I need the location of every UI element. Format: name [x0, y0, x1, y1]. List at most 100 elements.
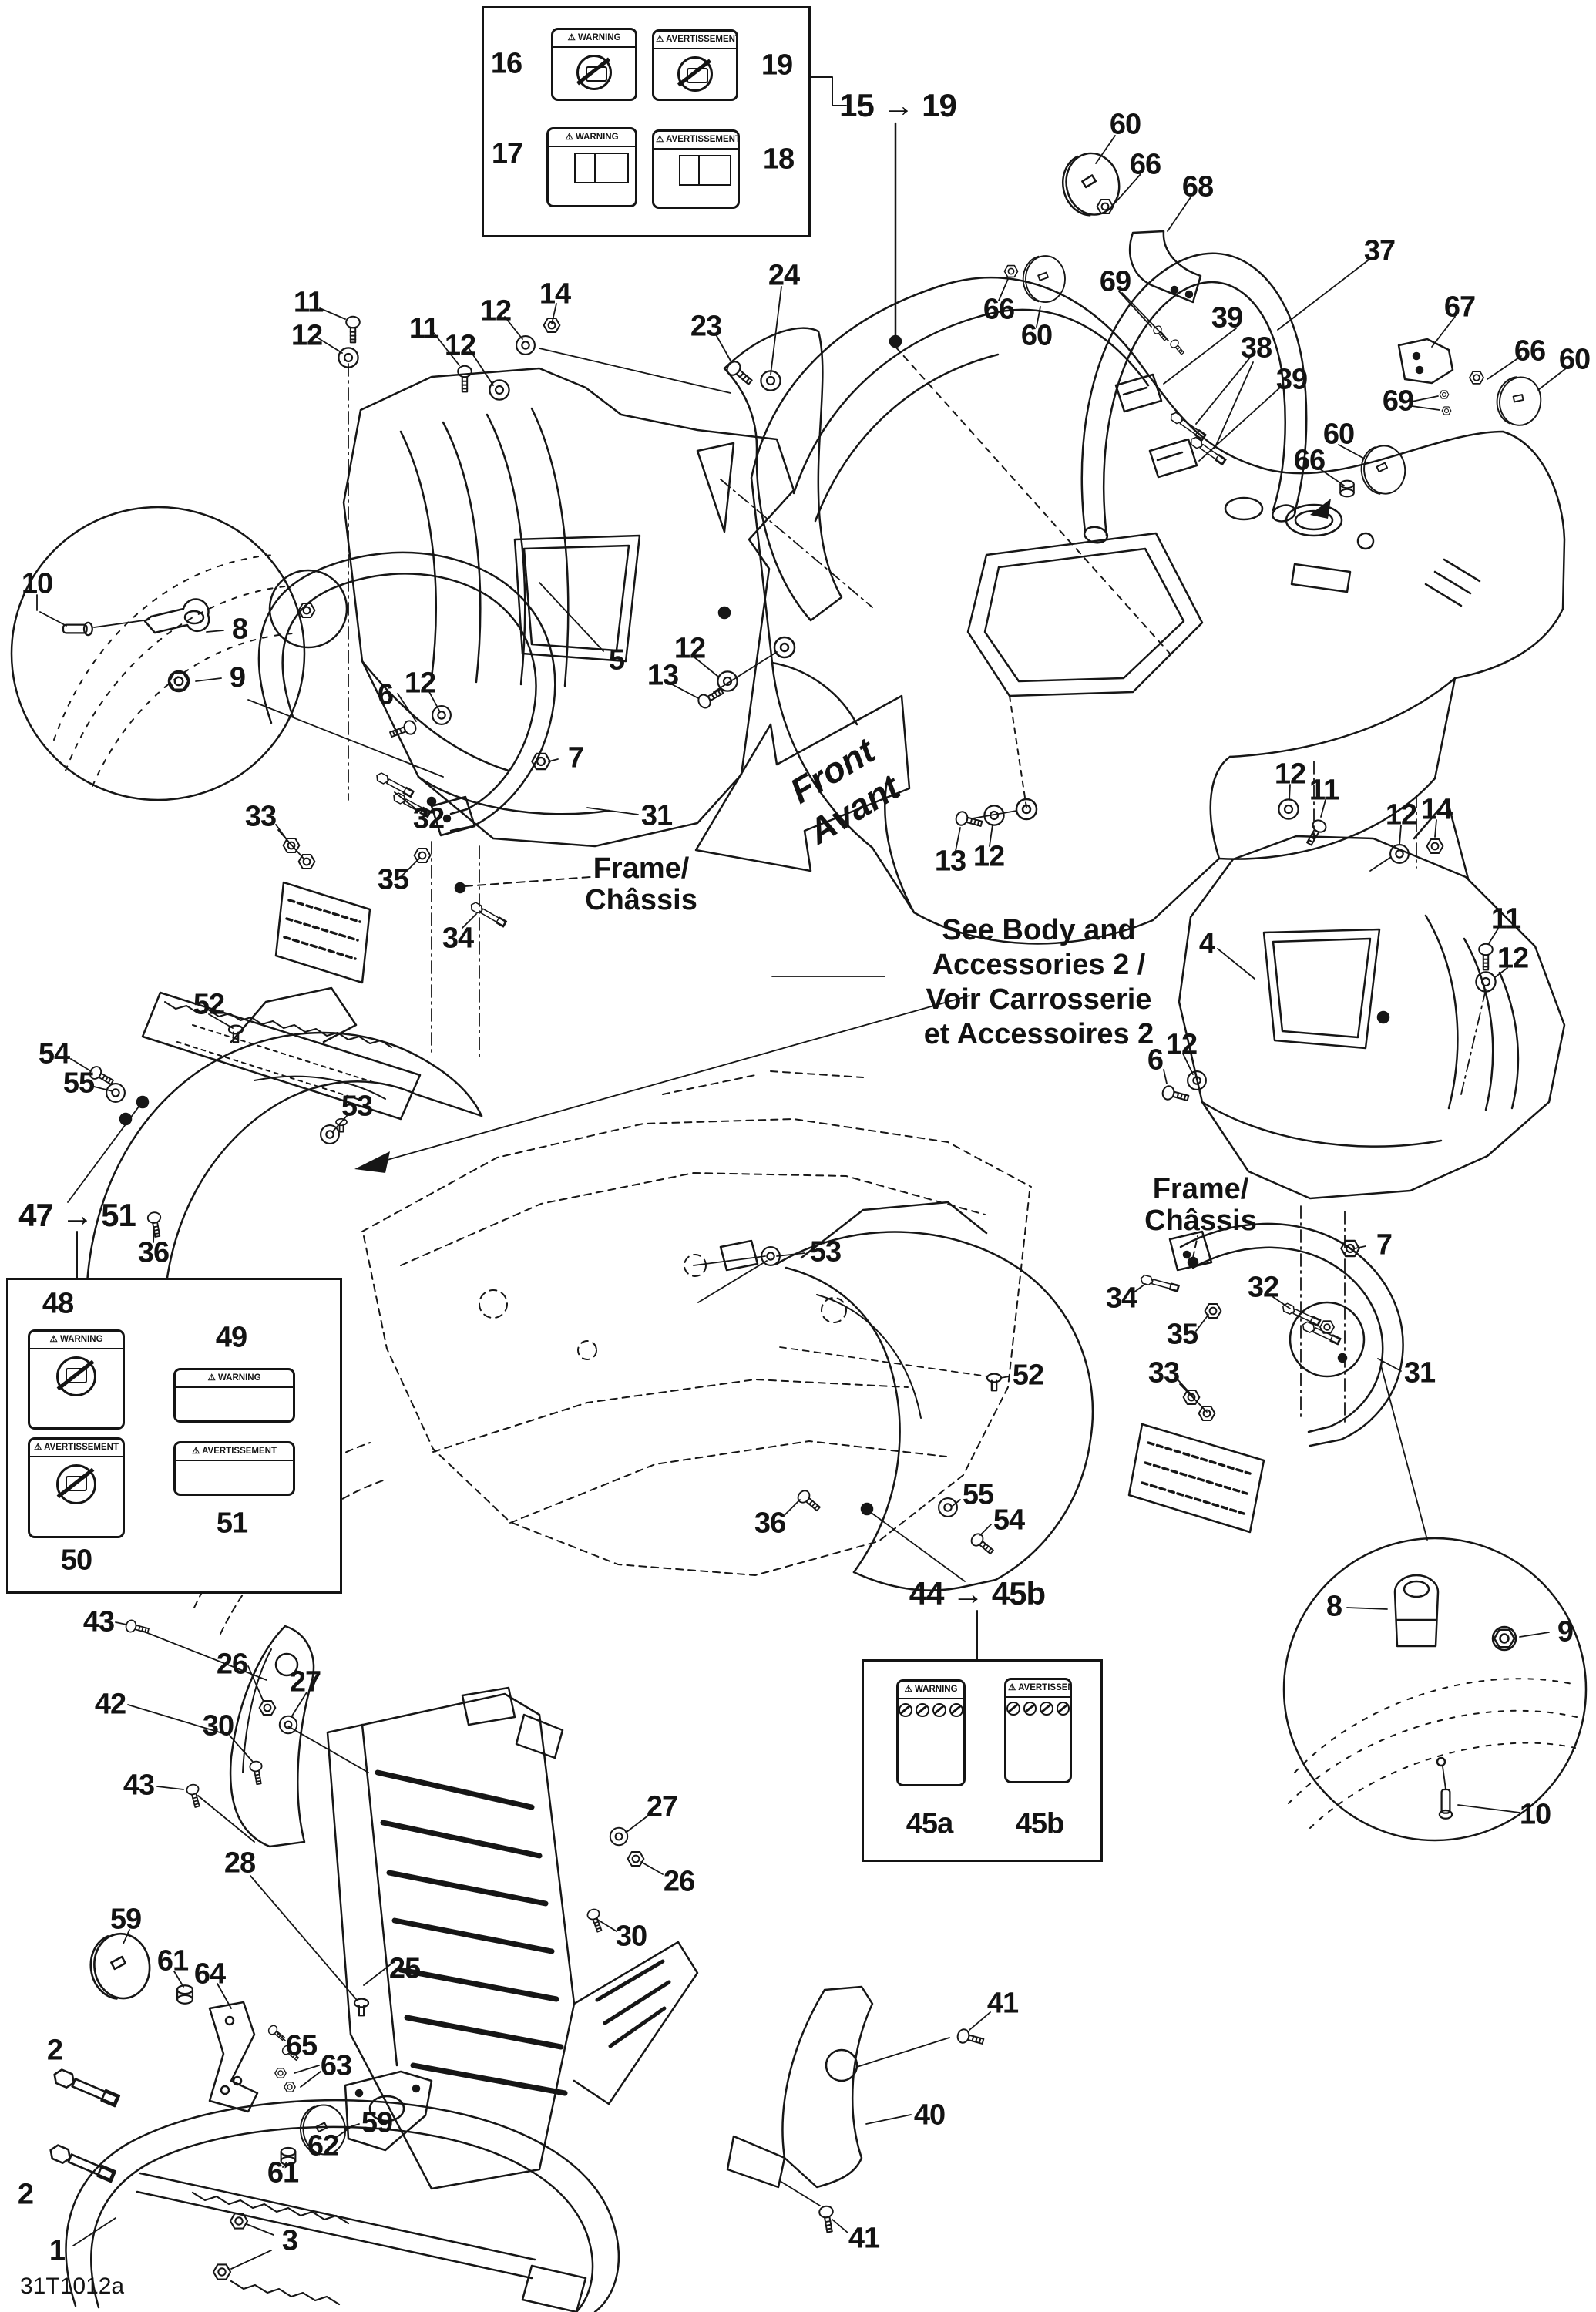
- callout-30: 30: [202, 1709, 234, 1742]
- callout-55: 55: [62, 1067, 95, 1100]
- left-detail-circle: [10, 506, 444, 801]
- callout-45b: 45b: [1015, 1807, 1064, 1840]
- callout-36: 36: [754, 1507, 786, 1540]
- callout-32: 32: [1247, 1271, 1279, 1304]
- callout-1: 1: [49, 2234, 66, 2267]
- callout-38: 38: [1240, 331, 1272, 365]
- callout-49: 49: [215, 1321, 247, 1354]
- callout-8: 8: [231, 613, 248, 646]
- callout-54: 54: [993, 1504, 1025, 1537]
- right-bumper-loop: [1127, 1222, 1404, 1534]
- decal-45b-header: ⚠ AVERTISSEMENT: [1006, 1680, 1070, 1698]
- callout-16: 16: [490, 47, 522, 80]
- decal-18-header: ⚠ AVERTISSEMENT: [654, 132, 738, 150]
- callout-26: 26: [216, 1648, 248, 1681]
- callout-45a: 45a: [906, 1807, 953, 1840]
- callout-9: 9: [229, 661, 246, 694]
- callout-61: 61: [267, 2156, 299, 2189]
- see-body-line-4: et Accessoires 2: [923, 1018, 1154, 1050]
- callout-30: 30: [615, 1920, 647, 1953]
- callout-41: 41: [986, 1987, 1019, 2020]
- callout-19: 19: [761, 49, 793, 82]
- decal-51-header: ⚠ AVERTISSEMENT: [176, 1443, 293, 1461]
- decal-48-header: ⚠ WARNING: [30, 1332, 123, 1349]
- decal-18-table: [678, 155, 732, 186]
- drawing-code: 31T1012a: [20, 2273, 125, 2299]
- callout-2: 2: [17, 2178, 34, 2211]
- frame-note-en: Frame/: [1152, 1173, 1249, 1205]
- grab-bar-and-mirror-discs: [1003, 147, 1545, 544]
- callout-60: 60: [1109, 108, 1141, 141]
- callout-44→45b: 44 → 45b: [909, 1575, 1046, 1611]
- warning-decals-box-mudflap: ⚠ WARNING ⚠ AVERTISSEMENT: [862, 1659, 1103, 1862]
- see-body-line-1: See Body and: [942, 914, 1136, 946]
- callout-55: 55: [962, 1478, 994, 1511]
- callout-60: 60: [1322, 418, 1355, 451]
- see-body-line-2: Accessories 2 /: [932, 949, 1146, 981]
- warning-decals-box-left: ⚠ WARNING ⚠ AVERTISSEMENT ⚠ WARNING ⚠ AV…: [6, 1278, 342, 1594]
- radiator-grille: [248, 1686, 699, 2190]
- callout-12: 12: [1497, 942, 1529, 975]
- callout-35: 35: [1166, 1318, 1198, 1351]
- callout-68: 68: [1181, 170, 1214, 203]
- decal-19: ⚠ AVERTISSEMENT: [652, 29, 738, 101]
- callout-31: 31: [640, 799, 673, 832]
- callout-34: 34: [1105, 1282, 1137, 1315]
- callout-3: 3: [281, 2224, 298, 2257]
- callout-48: 48: [42, 1287, 74, 1320]
- callout-10: 10: [1519, 1798, 1551, 1831]
- callout-12: 12: [444, 329, 476, 362]
- callout-33: 33: [1147, 1356, 1180, 1390]
- callout-60: 60: [1558, 343, 1591, 376]
- right-detail-circle: [1282, 1365, 1588, 1842]
- decal-49-header: ⚠ WARNING: [176, 1370, 293, 1388]
- see-body-leader: [354, 976, 970, 1173]
- callout-53: 53: [341, 1090, 373, 1123]
- top-box-bracket: [805, 76, 1171, 654]
- callout-5: 5: [608, 644, 625, 677]
- callout-66: 66: [1293, 444, 1326, 477]
- front-bumper: [46, 1929, 620, 2312]
- decal-45b-pictograms: [1006, 1702, 1070, 1716]
- callout-12: 12: [479, 294, 512, 328]
- callout-40: 40: [913, 2099, 946, 2132]
- construction-lines: [348, 363, 1487, 1425]
- callout-35: 35: [377, 863, 409, 896]
- callout-11: 11: [293, 286, 324, 319]
- callout-39: 39: [1275, 363, 1308, 396]
- callout-69: 69: [1382, 385, 1414, 418]
- callout-4: 4: [1198, 927, 1215, 960]
- frame-chassis-note-left: Frame/ Châssis: [585, 853, 697, 916]
- decal-51: ⚠ AVERTISSEMENT: [173, 1441, 295, 1496]
- callout-33: 33: [244, 800, 277, 833]
- callout-12: 12: [1165, 1028, 1198, 1061]
- callout-53: 53: [809, 1235, 842, 1269]
- see-body-note: See Body and Accessories 2 / Voir Carros…: [924, 913, 1154, 1052]
- callout-13: 13: [934, 845, 966, 878]
- frame-note-en: Frame/: [593, 852, 690, 885]
- callout-26: 26: [663, 1865, 695, 1898]
- callout-11: 11: [1309, 774, 1339, 807]
- decal-48: ⚠ WARNING: [28, 1329, 125, 1430]
- see-body-line-3: Voir Carrosserie: [926, 983, 1152, 1016]
- warning-decals-box-top: ⚠ WARNING ⚠ AVERTISSEMENT ⚠ WARNING ⚠ AV…: [482, 6, 811, 237]
- decal-18: ⚠ AVERTISSEMENT: [652, 129, 740, 209]
- callout-14: 14: [1420, 793, 1453, 826]
- leader-lines: [36, 135, 1567, 2270]
- decal-16-header: ⚠ WARNING: [553, 30, 635, 48]
- callout-67: 67: [1443, 291, 1476, 324]
- callout-9: 9: [1557, 1615, 1574, 1648]
- right-mudguard: [719, 1201, 1094, 1660]
- callout-7: 7: [1376, 1228, 1393, 1262]
- callout-2: 2: [46, 2034, 63, 2067]
- decal-45a-pictograms: [899, 1703, 963, 1717]
- decal-16: ⚠ WARNING: [551, 28, 637, 101]
- callout-24: 24: [768, 259, 800, 292]
- bracket-40: [726, 1985, 986, 2234]
- callout-14: 14: [539, 277, 571, 311]
- callout-39: 39: [1211, 301, 1243, 334]
- decal-45a-header: ⚠ WARNING: [899, 1682, 963, 1699]
- callout-7: 7: [567, 741, 584, 775]
- callout-59: 59: [361, 2106, 393, 2139]
- callout-60: 60: [1020, 319, 1053, 352]
